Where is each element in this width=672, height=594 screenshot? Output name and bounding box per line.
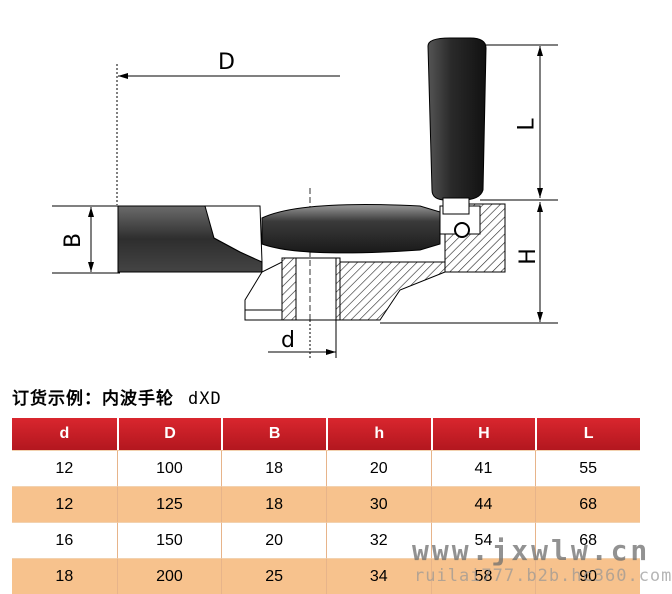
watermark-url: ruilai777.b2b.hc360.com xyxy=(414,566,672,586)
watermark-site: www.jxwlw.cn xyxy=(412,534,651,567)
table-row: 18 200 25 34 58 90 xyxy=(12,558,640,594)
table-cell: 100 xyxy=(116,450,222,486)
dimension-B xyxy=(52,205,120,274)
label-B: B xyxy=(61,232,87,249)
label-D: D xyxy=(218,50,235,75)
table-cell: 20 xyxy=(325,450,431,486)
table-cell: 32 xyxy=(325,522,431,558)
order-example-code: dXD xyxy=(188,389,222,409)
dimension-H xyxy=(380,202,558,324)
label-L: L xyxy=(514,118,540,131)
col-header-D: D xyxy=(116,418,222,450)
table-row: 12 100 18 20 41 55 xyxy=(12,450,640,486)
table-cell: 150 xyxy=(116,522,222,558)
col-header-L: L xyxy=(535,418,640,450)
table-cell: 68 xyxy=(535,486,640,522)
table-cell: 34 xyxy=(325,558,431,594)
table-row: 16 150 20 32 54 68 xyxy=(12,522,640,558)
table-cell: 18 xyxy=(221,450,326,486)
table-cell: 25 xyxy=(221,558,326,594)
label-d: d xyxy=(281,328,295,353)
table-cell: 30 xyxy=(325,486,431,522)
dimension-D xyxy=(116,64,340,205)
table-cell: 54 xyxy=(430,522,536,558)
col-header-h: h xyxy=(325,418,431,450)
table-cell: 20 xyxy=(221,522,326,558)
table-cell: 55 xyxy=(535,450,640,486)
wheel-body xyxy=(117,188,506,321)
table-row: 12 125 18 30 44 68 xyxy=(12,486,640,522)
col-header-H: H xyxy=(430,418,536,450)
spec-table: d D B h H L 12 100 18 20 41 55 12 125 18… xyxy=(12,418,640,594)
table-cell: 41 xyxy=(430,450,536,486)
handwheel-drawing xyxy=(52,37,558,358)
label-H: H xyxy=(515,248,541,265)
table-header-row: d D B h H L xyxy=(12,418,640,450)
table-cell: 44 xyxy=(430,486,536,522)
table-cell: 18 xyxy=(12,558,117,594)
table-cell: 12 xyxy=(12,486,117,522)
table-cell: 58 xyxy=(430,558,536,594)
dimension-L xyxy=(480,44,558,201)
crank-grip xyxy=(427,37,487,215)
table-cell: 200 xyxy=(116,558,222,594)
order-example-label: 订货示例：内波手轮 xyxy=(12,389,174,409)
table-cell: 12 xyxy=(12,450,117,486)
order-example: 订货示例：内波手轮 dXD xyxy=(12,384,222,409)
table-cell: 18 xyxy=(221,486,326,522)
table-cell: 68 xyxy=(535,522,640,558)
col-header-B: B xyxy=(221,418,326,450)
table-cell: 16 xyxy=(12,522,117,558)
table-cell: 125 xyxy=(116,486,222,522)
col-header-d: d xyxy=(12,418,117,450)
table-cell: 90 xyxy=(535,558,640,594)
